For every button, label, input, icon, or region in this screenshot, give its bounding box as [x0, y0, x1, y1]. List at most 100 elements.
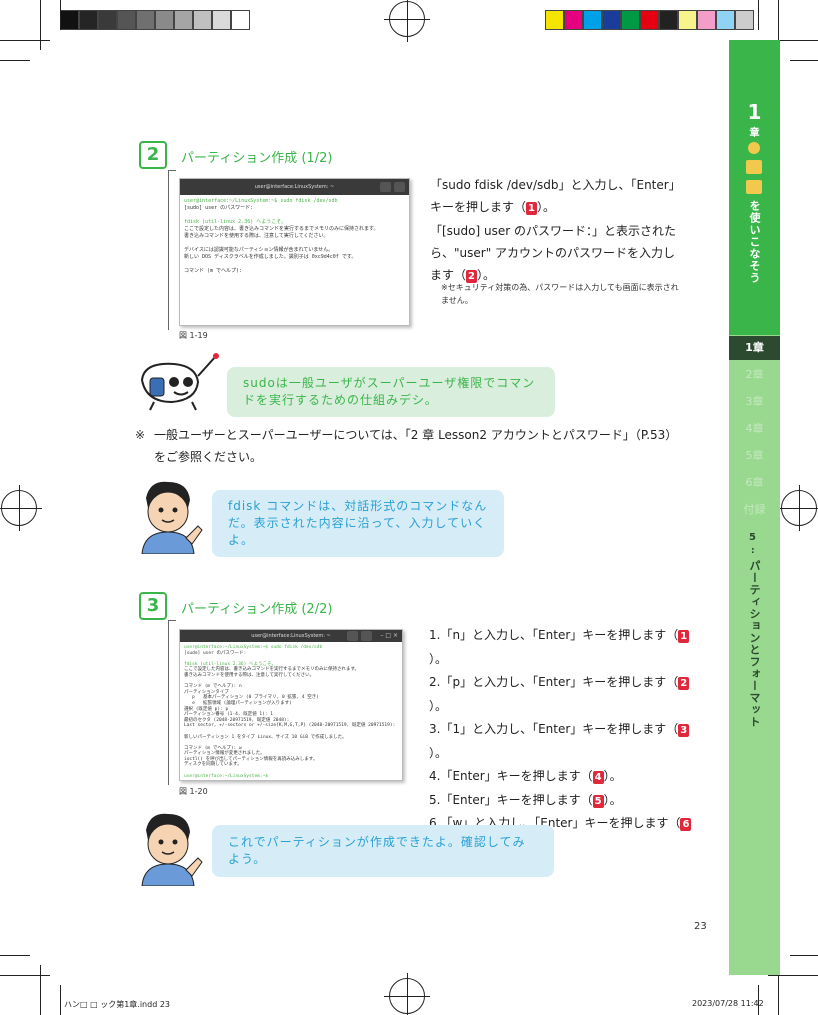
crop-mark [60, 0, 61, 30]
step-item: 5.「Enter」キーを押します（5）。 [429, 792, 622, 808]
terminal-titlebar: user@interface:LinuxSystem: ~ – □ × [180, 630, 402, 642]
terminal-line: user@interface:~/LinuxSystem:~$ sudo fdi… [184, 198, 338, 204]
section-2-paragraph-2: 「[sudo] user のパスワード：」と表示されたら、"user" アカウン… [430, 224, 676, 283]
terminal-line [184, 261, 405, 268]
terminal-title: user@interface:LinuxSystem: ~ [251, 633, 331, 639]
terminal-line: 新しいパーティション 1 をタイプ Linux、サイズ 10 GiB で作成しま… [184, 734, 347, 740]
crop-mark [778, 965, 779, 1015]
color-swatch [678, 10, 697, 30]
step-badge: 4 [592, 771, 604, 784]
side-chapter-item: 2章 [745, 368, 764, 381]
terminal-line: コマンド (m でヘルプ): [184, 268, 246, 274]
terminal-titlebar: user@interface:LinuxSystem: ~ [180, 179, 409, 195]
section-3-title: パーティション作成 (2/2) [181, 602, 333, 617]
color-swatch [60, 10, 79, 30]
color-swatch [79, 10, 98, 30]
crop-mark [0, 40, 50, 41]
robot-mascot-illustration [134, 352, 224, 414]
terminal-line: Last sector, +/-sectors or +/-size{K,M,G… [184, 723, 396, 729]
color-swatch [564, 10, 583, 30]
registration-mark [776, 485, 818, 531]
terminal-line: コマンド (m でヘルプ): w [184, 745, 242, 751]
terminal-search-icon [380, 182, 391, 192]
crop-mark [768, 40, 818, 41]
terminal-line: コマンド (m でヘルプ): n [184, 684, 242, 690]
badge-2: 2 [466, 270, 477, 283]
figure-caption-1-19: 図 1-19 [179, 331, 208, 340]
person-speech-bubble-2: これでパーティションが作成できたよ。確認してみよう。 [212, 825, 554, 877]
terminal-title: user@interface:LinuxSystem: ~ [254, 184, 335, 190]
side-chapter-item: 4章 [745, 422, 764, 435]
terminal-line: 選択 (既定値 p): p [184, 706, 229, 712]
color-swatch [621, 10, 640, 30]
step-badge: 5 [592, 794, 604, 808]
terminal-menu-icon [394, 182, 405, 192]
step-item: 3.「1」と入力し、「Enter」キーを押します（3）。 [429, 722, 690, 760]
color-swatch [545, 10, 564, 30]
terminal-search-icon [347, 631, 358, 641]
color-swatch [231, 10, 250, 30]
terminal-line: ここで設定した内容は、書き込みコマンドを実行するまでメモリのみに保持されます。 [184, 226, 379, 232]
step-item: 2.「p」と入力し、「Enter」キーを押します（2）。 [429, 675, 690, 713]
section-2-paragraph-1: 「sudo fdisk /dev/sdb」と入力し、「Enter」キーを押します… [430, 178, 681, 215]
color-swatch [155, 10, 174, 30]
step-item: 4.「Enter」キーを押します（4）。 [429, 769, 622, 784]
side-vertical-title: を使いこなそう [748, 200, 761, 284]
crop-mark [768, 975, 818, 976]
side-chapter-item: 6章 [745, 476, 764, 489]
terminal-line [184, 212, 405, 219]
step-badge: 6 [680, 818, 692, 831]
window-controls-icon: – □ × [380, 632, 398, 639]
terminal-output: user@interface:~/LinuxSystem:~$ sudo fdi… [180, 642, 402, 780]
terminal-line: e 拡張領域 (論理パーティションが入ります) [184, 700, 292, 706]
crop-mark [0, 955, 30, 956]
side-chapter-item: 5章 [745, 449, 764, 462]
color-swatch [697, 10, 716, 30]
linux-logo-box-icon [746, 180, 762, 194]
section-3-step-list: 1.「n」と入力し、「Enter」キーを押します（1）。 2.「p」と入力し、「E… [429, 624, 699, 859]
page-number: 23 [694, 921, 707, 932]
color-swatch [117, 10, 136, 30]
terminal-line: パーティション番号 (1-4, 既定値 1): 1 [184, 712, 273, 718]
crop-mark [778, 0, 779, 50]
step-item: 1.「n」と入力し、「Enter」キーを押します（1）。 [429, 628, 690, 666]
terminal-line: 最初のセクタ (2048-20971519, 既定値 2048): [184, 717, 290, 723]
side-lesson-number: 5 [749, 532, 756, 543]
terminal-line: user@interface:~/LinuxSystem:~$ [184, 773, 271, 779]
terminal-output: user@interface:~/LinuxSystem:~$ sudo fdi… [180, 195, 409, 278]
crop-mark [758, 0, 759, 30]
person-mascot-illustration [132, 810, 206, 887]
registration-mark [384, 0, 430, 42]
side-chapter-item: 付録 [743, 503, 766, 516]
crop-mark [0, 60, 30, 61]
color-swatch [602, 10, 621, 30]
terminal-line: ioctl() を呼び出してパーティション情報を再読み込みします。 [184, 756, 318, 762]
linux-logo-icon [748, 142, 760, 154]
side-chapter-item: 1章 [729, 336, 780, 360]
registration-mark [0, 485, 42, 531]
crop-mark [40, 965, 41, 1015]
crop-mark [790, 60, 818, 61]
terminal-line: fdisk (util-linux 2.36) へようこそ。 [184, 219, 287, 225]
terminal-line: p 基本パーティション (0 プライマリ, 0 拡張, 4 空き) [184, 695, 319, 701]
color-swatch [212, 10, 231, 30]
terminal-line: パーティション情報が変更されました。 [184, 751, 265, 757]
step-number-2: 2 [139, 141, 167, 169]
person-mascot-illustration [132, 478, 206, 555]
section-2-title: パーティション作成 (1/2) [181, 151, 333, 166]
terminal-screenshot-1: user@interface:LinuxSystem: ~ user@inter… [179, 178, 410, 326]
reference-note: 一般ユーザーとスーパーユーザーについては、「2 章 Lesson2 アカウントと… [154, 428, 678, 464]
step-badge: 2 [678, 677, 690, 690]
terminal-line [184, 240, 405, 247]
registration-mark [384, 973, 430, 1015]
terminal-screenshot-2: user@interface:LinuxSystem: ~ – □ × user… [179, 629, 403, 781]
crop-mark [40, 0, 41, 50]
color-swatch [735, 10, 754, 30]
terminal-line: user@interface:~/LinuxSystem:~$ sudo fdi… [184, 645, 323, 650]
color-swatch [174, 10, 193, 30]
terminal-line: [sudo] user のパスワード: [184, 650, 247, 656]
section-2-security-note: ※セキュリティ対策の為、パスワードは入力しても画面に表示されません。 [441, 283, 679, 305]
crop-mark [0, 975, 50, 976]
step-badge: 3 [678, 724, 690, 737]
color-swatch [583, 10, 602, 30]
